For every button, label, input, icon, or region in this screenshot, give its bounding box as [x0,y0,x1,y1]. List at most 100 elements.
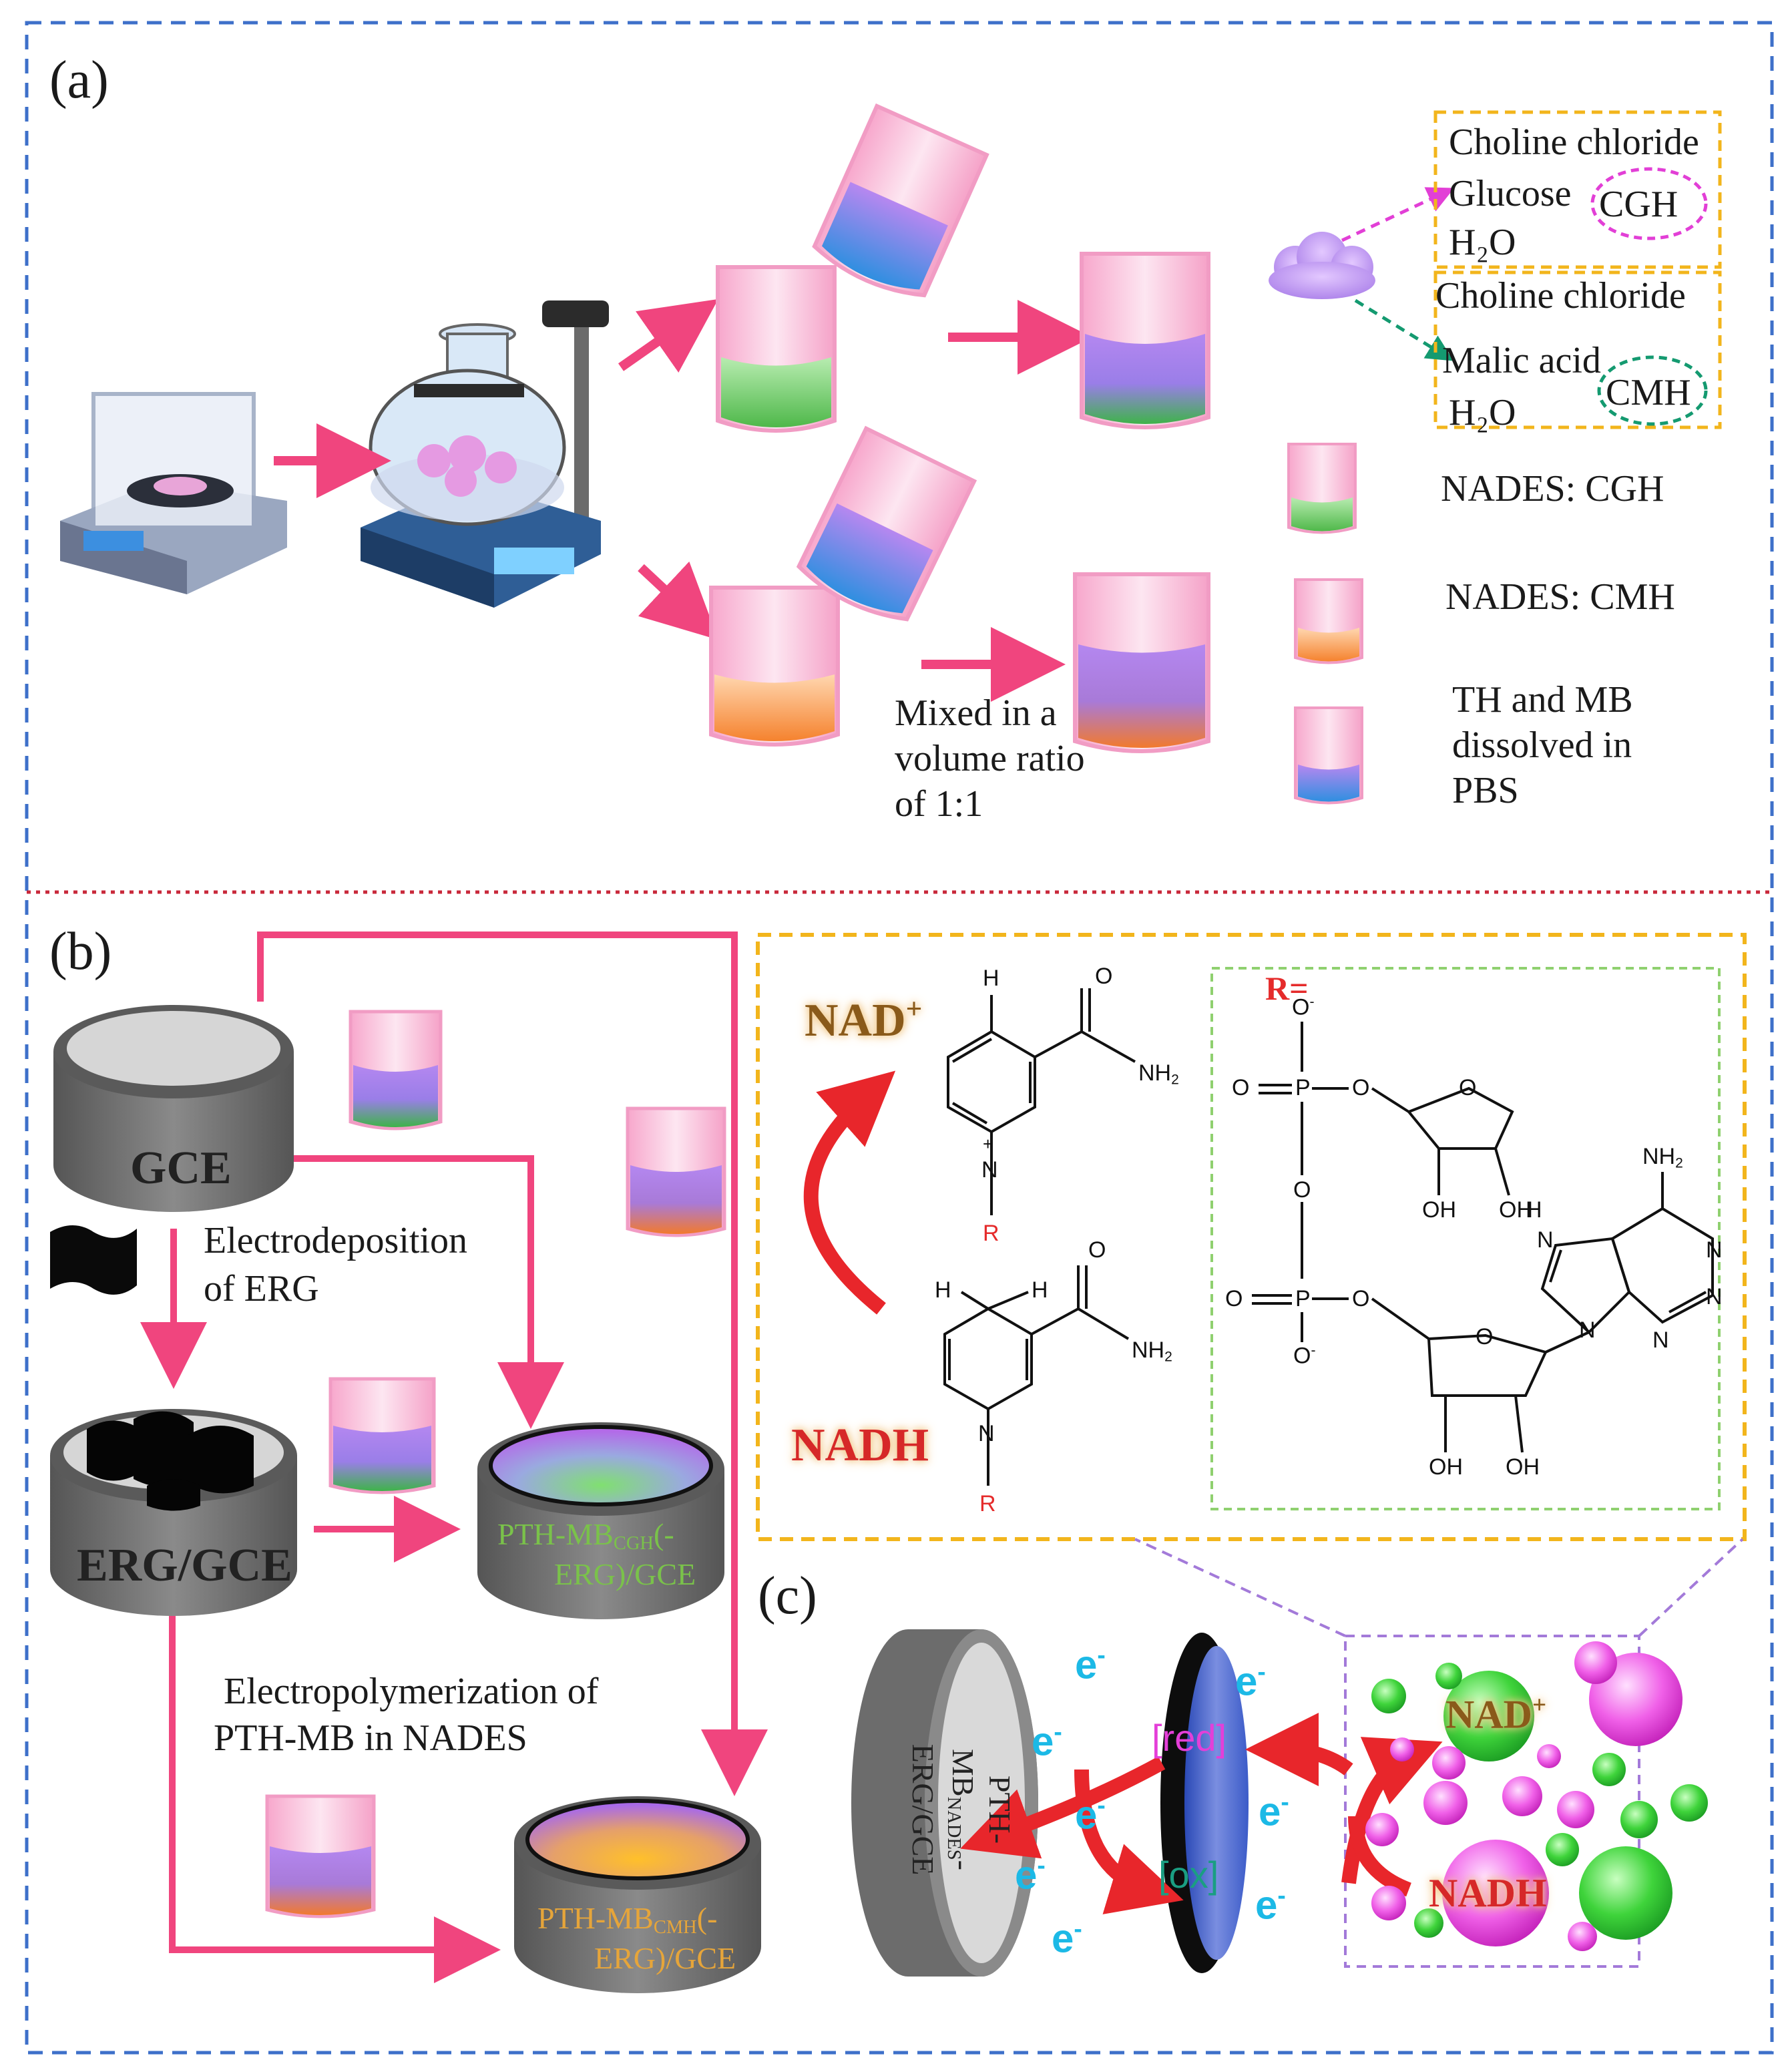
phosphate-1-o-minus: O- [1292,994,1315,1020]
adenine-n9: N [1579,1317,1596,1343]
adenine-n3: N [1652,1327,1669,1353]
nad-carbonyl-o: O [1095,964,1113,989]
phosphate-1-oxo: O [1232,1075,1250,1100]
beaker-mixed-green [1080,252,1210,429]
outer-frame [25,21,1774,2055]
electron-label-4: e- [1015,1851,1046,1898]
electropolymerization-line2: PTH-MB in NADES [214,1717,527,1759]
electrodeposition-line1: Electrodeposition [204,1220,468,1261]
sugar-1-ring-o: O [1459,1075,1477,1100]
pth-mb-cgh-disk [477,1422,724,1619]
beaker-b-4 [265,1794,376,1918]
nad-r-substituent: R [983,1221,999,1246]
cgh-tag: CGH [1599,184,1678,225]
legend-th-mb-line1: TH and MB [1452,679,1633,720]
phosphate-2-p: P [1295,1286,1311,1311]
adenine-n-upper: H [1526,1197,1542,1223]
nadh-ring [943,1265,1130,1486]
nadh-ring-n: N [978,1421,995,1446]
phosphate-1-p: P [1295,1075,1311,1100]
zoom-line-left [1134,1538,1346,1637]
electron-transfer-arrows [960,1713,1443,1914]
panel-label-a: (a) [49,51,109,110]
beaker-mixed-orange [1073,572,1210,753]
cgh-component-3: H₂O [1449,222,1516,263]
adenine-n7: N [1537,1227,1554,1253]
legend-th-mb-line3: PBS [1452,770,1519,811]
adp-ribose-structure [1252,1022,1714,1453]
sugar-2-oh-1: OH [1429,1454,1463,1480]
pth-mb-cmh-label-line2: ERG)/GCE [594,1941,736,1975]
phosphate-1-ester-o: O [1352,1075,1370,1100]
redox-curved-arrow [803,1070,896,1315]
beaker-orange-a [709,586,840,747]
panel-label-c: (c) [758,1567,817,1625]
nad-structure-box [756,933,1747,1541]
nad-n-plus: + [983,1134,993,1154]
legend-beaker-green [1287,443,1357,534]
nad-balls [1365,1641,1708,1951]
sugar-1-oh-2: OH [1499,1197,1533,1223]
mix-ratio-line3: of 1:1 [895,783,983,825]
box-cgh [1433,110,1722,269]
beaker-b-3 [328,1377,436,1494]
arrow-to-cgh [1341,187,1455,242]
thought-cloud [1269,232,1375,299]
beaker-pouring-top [812,103,989,298]
cmh-component-3: H₂O [1449,392,1516,433]
adenine-nh2: NH2 [1642,1144,1683,1171]
electron-label-3: e- [1075,1791,1106,1838]
nadh-r-substituent: R [979,1491,996,1516]
pink-flow-lines [140,931,768,1983]
gce-label: GCE [130,1143,232,1194]
erg-sheet-icon [50,1225,137,1295]
electron-label-1: e- [1075,1641,1106,1687]
mix-ratio-line1: Mixed in a [895,692,1057,734]
red-state-label: [red] [1152,1717,1227,1759]
pth-mb-cgh-label-line1: PTH-MBCGH(- [497,1517,674,1555]
beaker-pouring-bottom [796,425,977,622]
r-group-box [1210,967,1721,1510]
phosphate-2-o-minus: O- [1293,1343,1316,1369]
nad-h-atom: H [983,966,999,991]
electron-label-8: e- [1255,1881,1286,1928]
nad-plus-label: NAD+ [805,993,923,1047]
nad-nh2: NH2 [1138,1060,1179,1088]
beaker-green-a [716,265,837,433]
legend-th-mb-line2: dissolved in [1452,724,1632,766]
box-cmh [1433,270,1722,429]
erg-gce-disk [50,1409,297,1616]
nadh-carbonyl-o: O [1088,1237,1106,1263]
electropolymerization-line1: Electropolymerization of [224,1671,599,1712]
cmh-ellipse [1597,355,1708,426]
analytical-balance [60,392,287,594]
adenine-n1: N [1706,1237,1723,1263]
cmh-component-2: Malic acid [1442,340,1601,381]
electron-label-6: e- [1235,1657,1266,1704]
nadh-nh2: NH2 [1132,1337,1172,1365]
cgh-component-2: Glucose [1449,173,1572,214]
magnetic-stirrer [361,300,609,608]
pth-mb-cmh-disk [514,1796,761,1993]
nadh-label: NADH [791,1420,929,1471]
r-equals-label: R= [1265,970,1309,1007]
panel-c-nadh: NADH [1429,1871,1547,1915]
panel-c-nad-plus: NAD+ [1445,1691,1547,1737]
erg-gce-label: ERG/GCE [77,1540,292,1591]
legend-nades-cmh: NADES: CMH [1445,576,1675,618]
beaker-b-2 [626,1106,726,1237]
cgh-component-1: Choline chloride [1449,122,1699,163]
legend-beaker-orange [1294,578,1363,664]
nad-plus-ring [947,988,1136,1215]
process-arrows-a [274,298,1092,702]
nad-ring-n: N [981,1157,998,1183]
electron-label-5: e- [1052,1914,1082,1961]
phosphate-2-ester-o: O [1352,1286,1370,1311]
legend-nades-cgh: NADES: CGH [1441,468,1664,509]
electrodeposition-line2: of ERG [204,1268,319,1309]
adenine-n-right: N [1706,1284,1723,1309]
panel-label-b: (b) [49,922,112,981]
sugar-2-oh-2: OH [1506,1454,1540,1480]
